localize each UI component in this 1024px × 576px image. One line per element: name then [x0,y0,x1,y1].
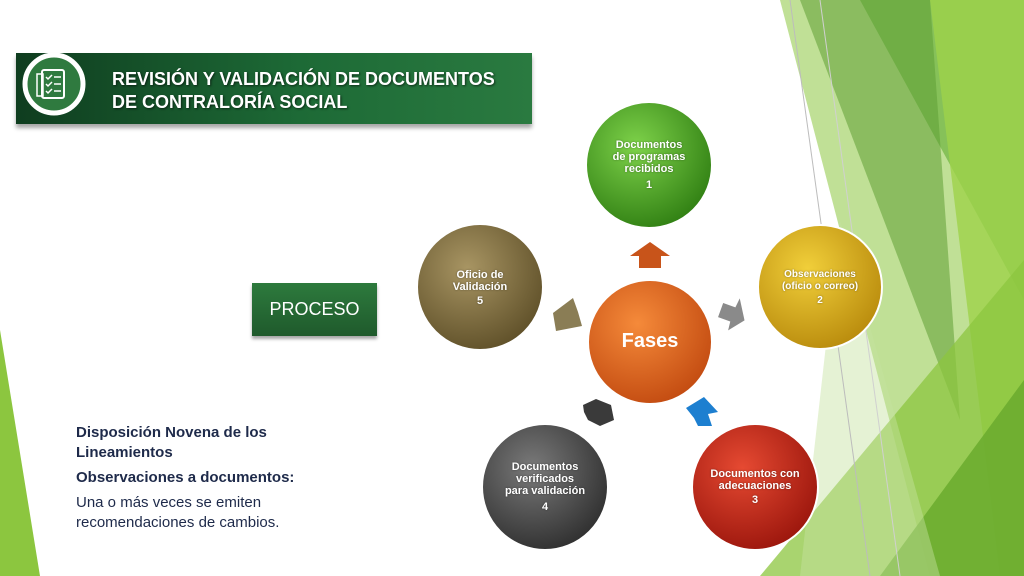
node-3-line-1: Documentos con [710,468,800,480]
node-5-label: Oficio de Validación 5 [420,269,540,307]
arrow-left [553,298,582,331]
page-title: REVISIÓN Y VALIDACIÓN DE DOCUMENTOS DE C… [112,68,532,114]
node-1-circle [585,101,713,229]
node-2-line-1: Observaciones [784,269,856,280]
node-2-number: 2 [817,295,823,306]
center-node [587,279,713,405]
node-5-line-1: Oficio de [456,269,504,281]
proceso-label: PROCESO [252,283,377,336]
node-2-label: Observaciones (oficio o correo) 2 [760,269,880,307]
node-4-line-3: para validación [504,485,586,497]
checklist-icon [22,42,86,120]
node-4-label: Documentos verificados para validación 4 [485,461,605,513]
title-banner [16,53,532,124]
node-5-circle [416,223,544,351]
title-line-2: DE CONTRALORÍA SOCIAL [112,92,348,112]
node-3-number: 3 [751,494,759,506]
node-4-line-2: verificados [515,473,575,485]
node-1-line-2: de programas [612,151,686,163]
node-1-line-1: Documentos [615,139,683,151]
node-2-circle [757,224,883,350]
heading-disposicion-line-1: Disposición Novena de los [76,424,267,441]
node-4-line-1: Documentos [511,461,579,473]
node-4-circle [481,423,609,551]
node-5-line-2: Validación [452,281,508,293]
node-3-circle [691,423,819,551]
body-line-1: Una o más veces se emiten [76,494,262,511]
text-block: Disposición Novena de los Lineamientos O… [76,423,294,533]
arrow-down-left [583,399,614,426]
node-1-number: 1 [645,179,653,191]
node-4-number: 4 [541,501,549,513]
arrow-right [718,298,745,331]
node-1-line-3: recibidos [624,163,674,175]
title-line-1: REVISIÓN Y VALIDACIÓN DE DOCUMENTOS [112,69,495,89]
body-line-2: recomendaciones de cambios. [76,514,280,531]
heading-disposicion-line-2: Lineamientos [76,444,173,461]
arrow-down-right [686,397,718,426]
node-5-number: 5 [476,295,484,307]
node-3-line-2: adecuaciones [718,480,792,492]
node-2-line-2: (oficio o correo) [781,281,859,292]
node-1-label: Documentos de programas recibidos 1 [589,139,709,191]
node-3-label: Documentos con adecuaciones 3 [695,468,815,506]
arrow-up [630,242,670,268]
heading-observaciones: Observaciones a documentos: [76,469,295,486]
center-label: Fases [621,330,679,352]
